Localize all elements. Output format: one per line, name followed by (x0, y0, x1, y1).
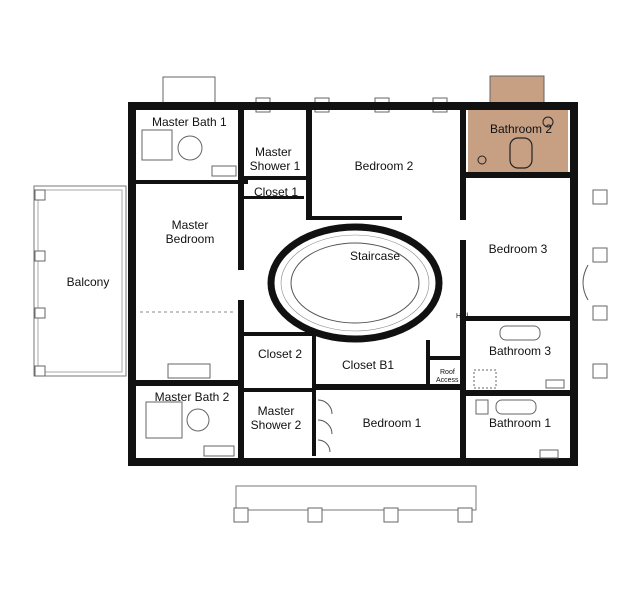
label-master-bath-2[interactable]: Master Bath 2 (155, 390, 230, 404)
label-bedroom-1[interactable]: Bedroom 1 (363, 416, 422, 430)
label-staircase[interactable]: Staircase (350, 249, 400, 263)
label-closet-2[interactable]: Closet 2 (258, 347, 302, 361)
master-bath-2-fixtures (145, 363, 235, 457)
svg-text:Master Shower 1: Master Shower 1 (250, 145, 301, 173)
bathroom-2-balcony-highlight (489, 75, 545, 105)
label-master-shower-1[interactable]: Master (255, 145, 292, 159)
master-bath-1-fixtures (141, 129, 237, 177)
label-bedroom-3[interactable]: Bedroom 3 (489, 242, 548, 256)
bathroom-3-fixtures (473, 325, 565, 389)
bedroom-1-doors (317, 399, 333, 453)
bathroom-1-fixtures (475, 399, 559, 459)
label-hall: Hall (456, 313, 469, 320)
label-closet-1[interactable]: Closet 1 (254, 185, 298, 199)
label-master-bath-1[interactable]: Master Bath 1 (152, 115, 227, 129)
room-labels: Master Bath 1 Master Shower 1 Bedroom 2 … (67, 115, 553, 432)
walls (128, 102, 578, 466)
label-balcony[interactable]: Balcony (67, 275, 110, 289)
label-bathroom-3[interactable]: Bathroom 3 (489, 344, 551, 358)
label-bathroom-1[interactable]: Bathroom 1 (489, 416, 551, 430)
master-bath-1-balcony (162, 76, 216, 104)
label-bedroom-2[interactable]: Bedroom 2 (355, 159, 414, 173)
bathroom-2-fixtures (477, 116, 554, 169)
bathroom-2-highlight[interactable] (468, 110, 568, 172)
label-bathroom-2[interactable]: Bathroom 2 (490, 122, 552, 136)
label-closet-b1[interactable]: Closet B1 (342, 358, 394, 372)
balcony[interactable] (33, 185, 127, 377)
bottom-terrace (233, 485, 477, 523)
right-columns (582, 189, 608, 379)
staircase-drawing[interactable] (267, 223, 443, 343)
